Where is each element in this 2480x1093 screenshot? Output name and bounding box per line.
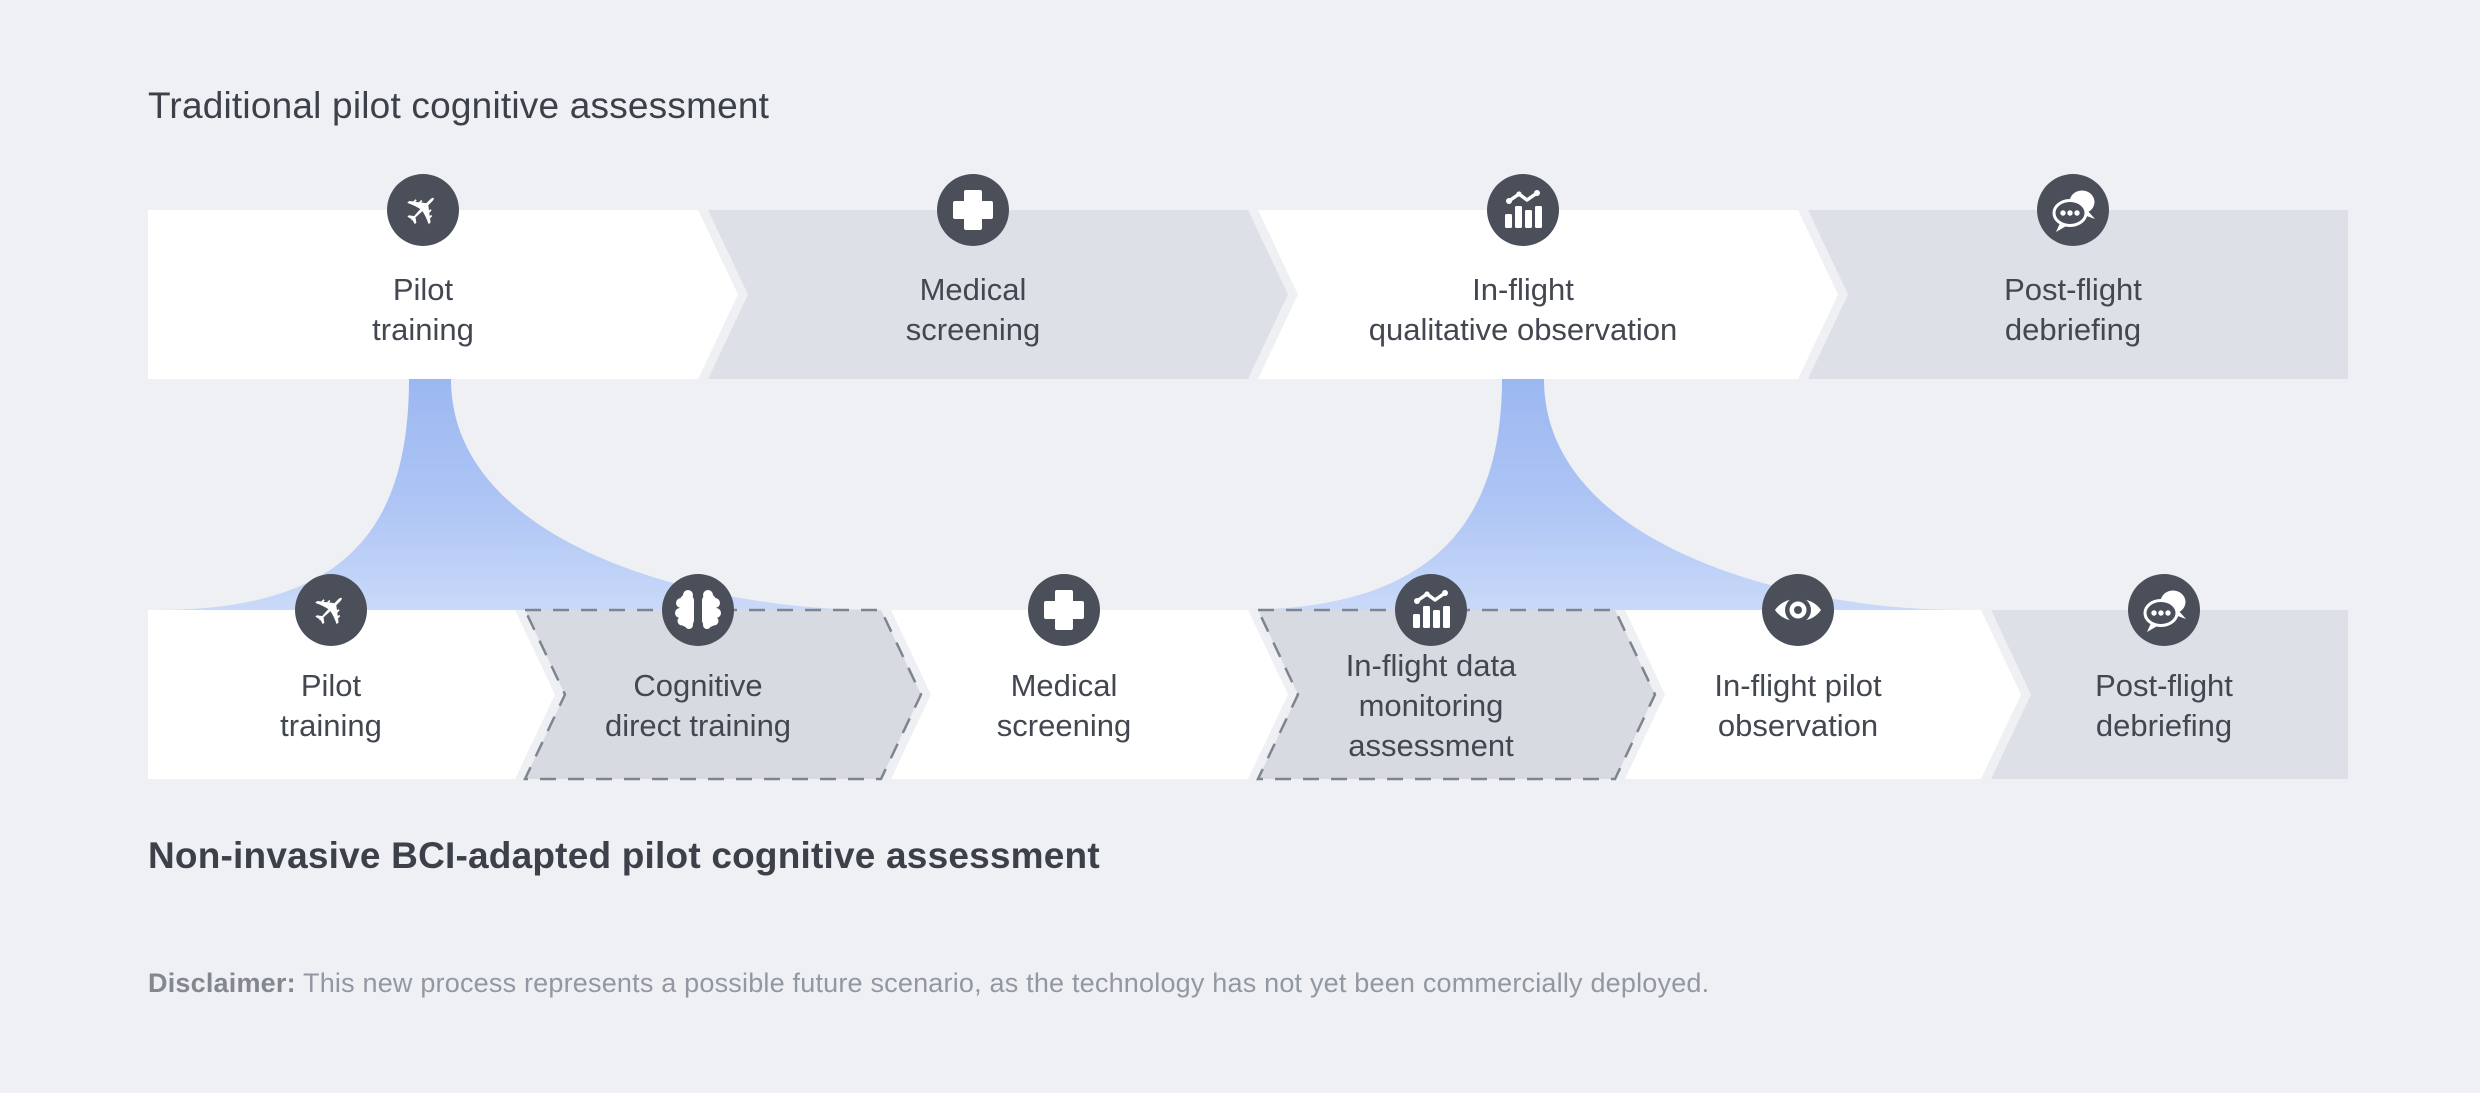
disclaimer-text: This new process represents a possible f… bbox=[295, 968, 1710, 998]
disclaimer-label: Disclaimer: bbox=[148, 968, 296, 998]
bottom-step-cognitive-direct-training-shape bbox=[523, 608, 923, 781]
funnel-pilot-training bbox=[155, 379, 876, 610]
top-step-pilot-training-shape bbox=[148, 210, 738, 379]
airplane-icon bbox=[295, 574, 367, 646]
eye-icon bbox=[1762, 574, 1834, 646]
chart-trend-icon bbox=[1485, 172, 1561, 248]
airplane-icon bbox=[387, 174, 459, 246]
brain-icon bbox=[662, 574, 734, 646]
bottom-step-postflight-debriefing-shape bbox=[1991, 610, 2348, 779]
chat-bubbles-icon bbox=[2126, 572, 2202, 648]
top-step-postflight-debriefing-shape bbox=[1808, 210, 2348, 379]
disclaimer: Disclaimer: This new process represents … bbox=[148, 968, 1709, 999]
bottom-step-medical-screening-shape bbox=[891, 610, 1288, 779]
bottom-process-title: Non-invasive BCI-adapted pilot cognitive… bbox=[148, 835, 1100, 876]
top-process-title: Traditional pilot cognitive assessment bbox=[148, 85, 770, 126]
bottom-step-inflight-data-monitoring-shape bbox=[1256, 608, 1657, 781]
chat-bubbles-icon bbox=[2035, 172, 2111, 248]
top-step-inflight-qualitative-shape bbox=[1258, 210, 1838, 379]
funnel-inflight-observation bbox=[1237, 379, 1961, 610]
bottom-step-inflight-pilot-observation-shape bbox=[1625, 610, 2021, 779]
top-step-medical-screening-shape bbox=[708, 210, 1288, 379]
medical-cross-icon bbox=[1026, 572, 1102, 648]
chart-trend-icon bbox=[1393, 572, 1469, 648]
medical-cross-icon bbox=[935, 172, 1011, 248]
bottom-step-pilot-training-shape bbox=[148, 610, 555, 779]
